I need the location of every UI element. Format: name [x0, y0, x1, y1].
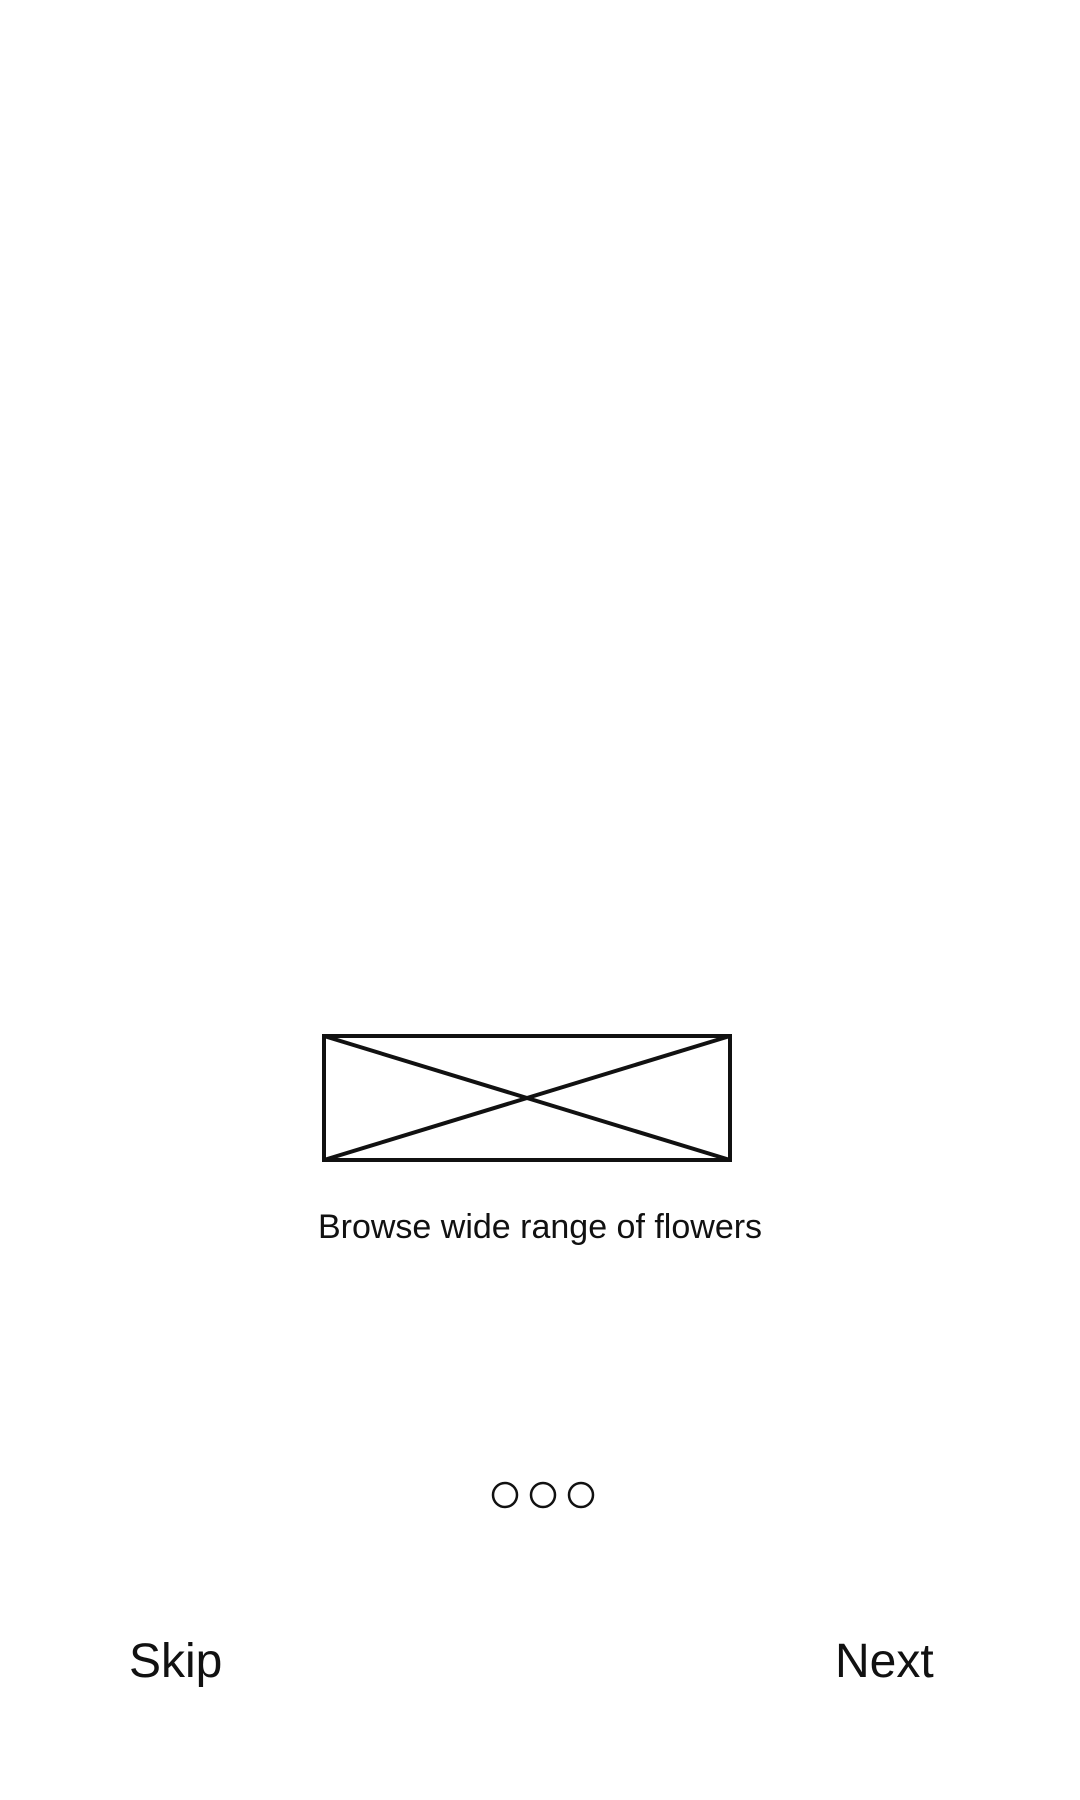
skip-button[interactable]: Skip [129, 1632, 222, 1692]
onboarding-caption: Browse wide range of flowers [317, 1208, 763, 1246]
page-dot-3[interactable] [567, 1481, 595, 1509]
page-indicator [490, 1480, 596, 1510]
page-dot-2[interactable] [529, 1481, 557, 1509]
page-dot-1[interactable] [491, 1481, 519, 1509]
next-button[interactable]: Next [835, 1632, 934, 1692]
image-placeholder-icon [322, 1034, 732, 1162]
